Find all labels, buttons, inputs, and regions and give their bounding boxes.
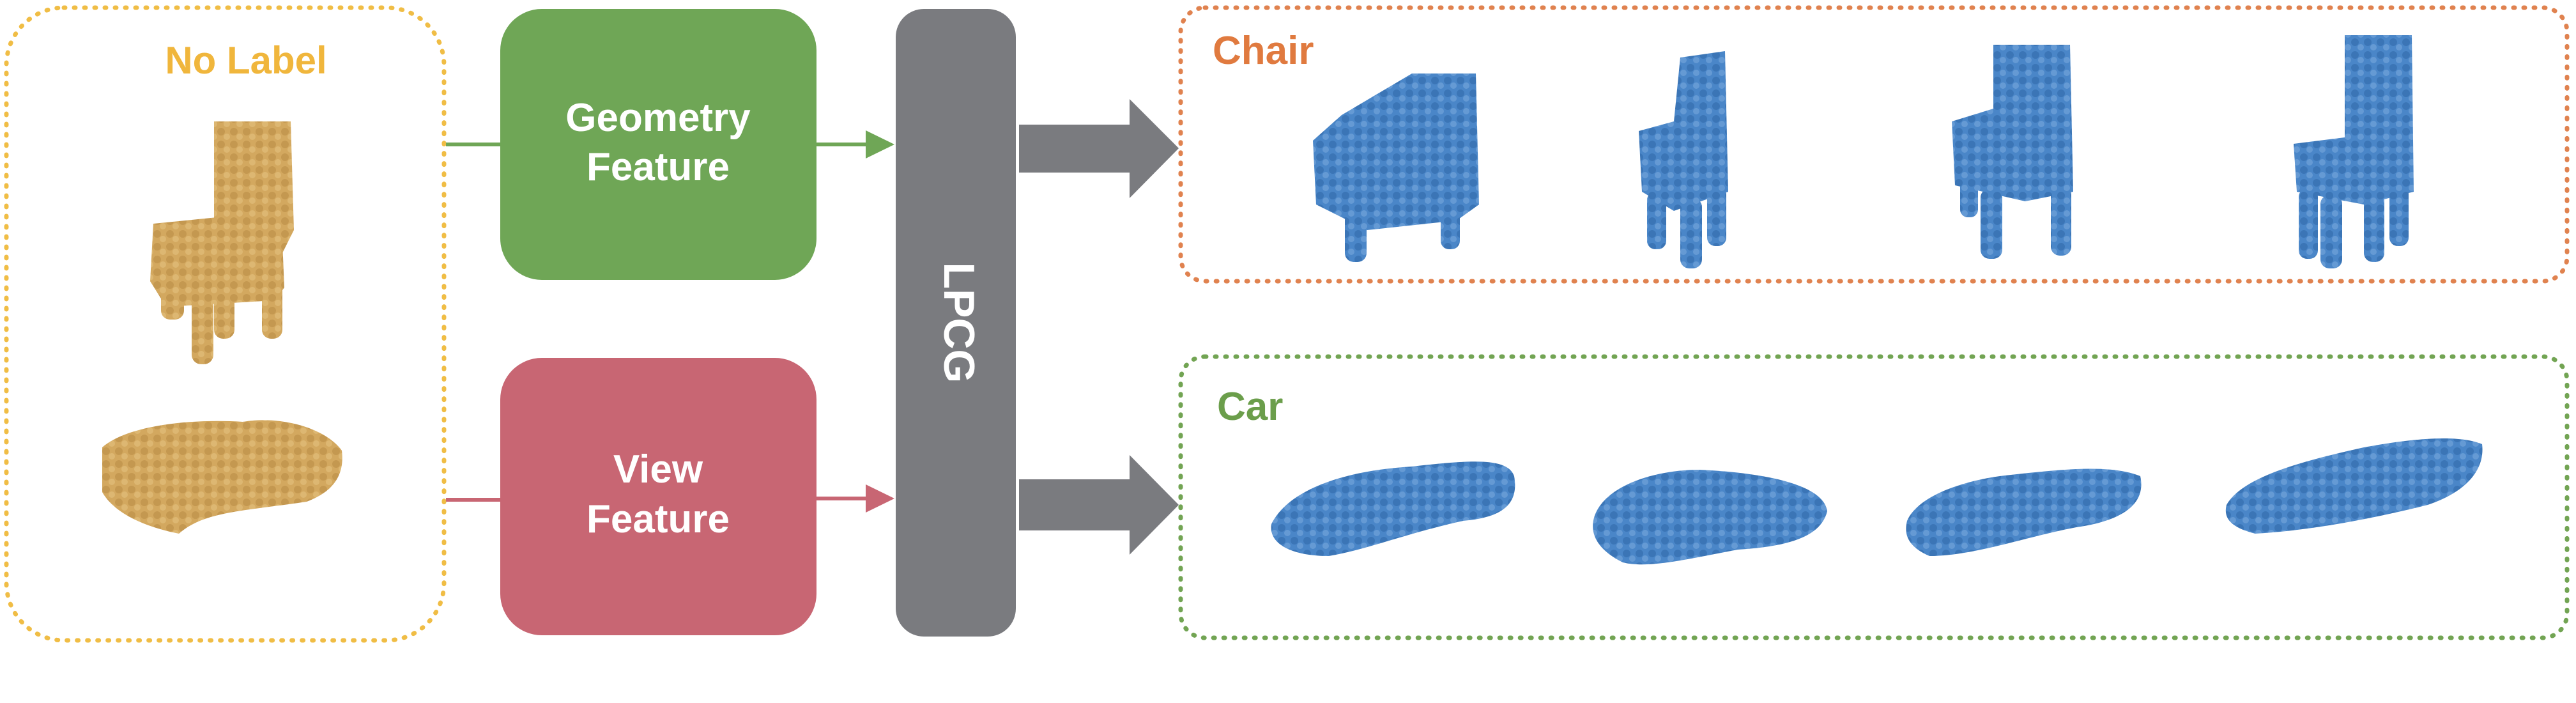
input-connectors	[446, 143, 500, 502]
view-feature-line1: View	[613, 447, 703, 491]
geometry-feature-line2: Feature	[586, 145, 730, 189]
lpcg-module: LPCG	[896, 9, 1016, 637]
car-output-panel: Car	[1178, 354, 2570, 640]
view-feature-line2: Feature	[586, 497, 730, 541]
output-arrows	[1019, 99, 1179, 555]
lpcg-label: LPCG	[935, 263, 983, 383]
geometry-feature-box: Geometry Feature	[500, 9, 816, 280]
chair-output-arrow	[1019, 99, 1179, 198]
chair-pointcloud-icon	[1313, 35, 2414, 268]
feature-arrows	[816, 130, 894, 513]
car-output-arrow	[1019, 455, 1179, 555]
input-chair-pointcloud-icon	[150, 121, 294, 364]
view-feature-box: View Feature	[500, 358, 816, 635]
chair-output-panel: Chair	[1178, 5, 2570, 284]
input-panel: No Label	[4, 5, 447, 643]
car-output-title: Car	[1217, 385, 1283, 429]
input-car-pointcloud-icon	[102, 420, 342, 534]
geometry-feature-line1: Geometry	[565, 96, 751, 140]
chair-output-title: Chair	[1213, 29, 1314, 73]
car-pointcloud-icon	[1271, 438, 2483, 565]
input-panel-title: No Label	[165, 39, 326, 82]
